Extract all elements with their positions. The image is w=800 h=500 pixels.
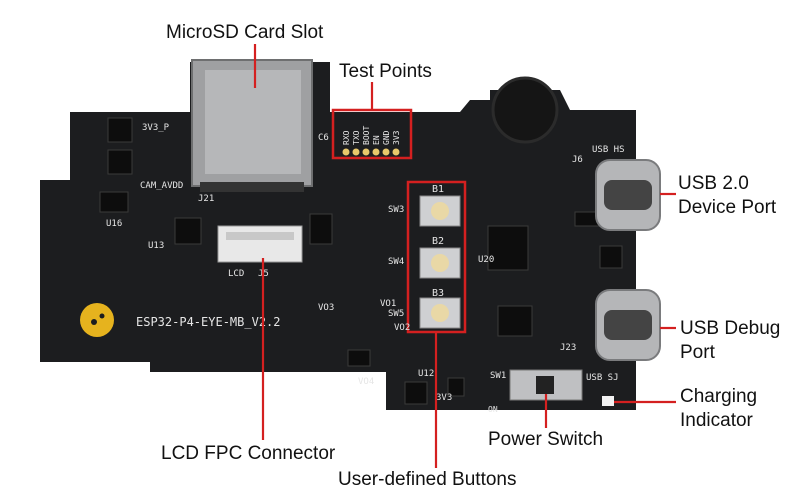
pcb-board: [40, 62, 636, 410]
test-pad-label: TXO: [352, 130, 361, 145]
silk-j23: J23: [560, 343, 576, 353]
silk-vo4: VO4: [358, 377, 374, 387]
silk-u20: U20: [478, 255, 494, 265]
silk-c6: C6: [318, 133, 329, 143]
label-usb20-line1: USB 2.0: [678, 173, 749, 194]
label-lcd-fpc: LCD FPC Connector: [161, 443, 336, 464]
silk-j6: J6: [572, 155, 583, 165]
smd-components: [99, 117, 623, 405]
label-usb20-line2: Device Port: [678, 197, 777, 218]
silk-board-name: ESP32-P4-EYE-MB_V2.2: [136, 315, 281, 329]
usb-debug-port: [595, 289, 661, 361]
label-usb-debug-line1: USB Debug: [680, 318, 781, 339]
button-b1: [419, 195, 461, 227]
label-user-buttons: User-defined Buttons: [338, 469, 517, 490]
test-pad-label: BOOT: [362, 126, 371, 145]
lcd-fpc-connector: [217, 225, 303, 263]
silk-3v3: 3V3: [436, 393, 452, 403]
test-pad-labels: RXO TXO BOOT EN GND 3V3: [342, 126, 401, 145]
callout-lines: [253, 44, 676, 468]
rotary-wheel: [491, 76, 559, 144]
silk-lcd: LCD: [228, 269, 244, 279]
silk-b2: B2: [432, 236, 444, 247]
silk-sw4: SW4: [388, 257, 404, 267]
label-test-points: Test Points: [339, 61, 432, 82]
silk-sw1: SW1: [490, 371, 506, 381]
test-pad-label: RXO: [342, 130, 351, 145]
label-power-switch: Power Switch: [488, 429, 604, 450]
silk-on: ON: [488, 405, 498, 414]
button-b3: [419, 297, 461, 329]
silk-vo3: VO3: [318, 303, 334, 313]
microsd-slot: [191, 59, 313, 192]
silk-sw5: SW5: [388, 309, 404, 319]
label-microsd-slot: MicroSD Card Slot: [166, 22, 324, 43]
silk-vo2: VO2: [394, 323, 410, 333]
silk-cam-avdd: CAM_AVDD: [140, 181, 183, 191]
silk-u16: U16: [106, 219, 122, 229]
test-pad-label: EN: [372, 135, 381, 145]
silk-u12: U12: [418, 369, 434, 379]
label-charging-line1: Charging: [680, 386, 758, 407]
silk-vo1: VO1: [380, 299, 396, 309]
silk-u13: U13: [148, 241, 164, 251]
silk-usb-hs: USB HS: [592, 145, 625, 155]
silk-j21: J21: [198, 194, 214, 204]
charging-led: [602, 396, 614, 406]
usb20-port: [595, 159, 661, 231]
label-usb-debug-line2: Port: [680, 342, 715, 363]
test-pad-label: 3V3: [392, 130, 401, 145]
label-charging-line2: Indicator: [680, 410, 753, 431]
silk-sw3: SW3: [388, 205, 404, 215]
silk-b1: B1: [432, 184, 444, 195]
button-b2: [419, 247, 461, 279]
test-pad-label: GND: [382, 130, 391, 145]
silk-b3: B3: [432, 288, 444, 299]
silk-3v3p: 3V3_P: [142, 123, 170, 133]
silk-usb-sj: USB SJ: [586, 373, 619, 383]
espressif-logo: [80, 303, 114, 337]
